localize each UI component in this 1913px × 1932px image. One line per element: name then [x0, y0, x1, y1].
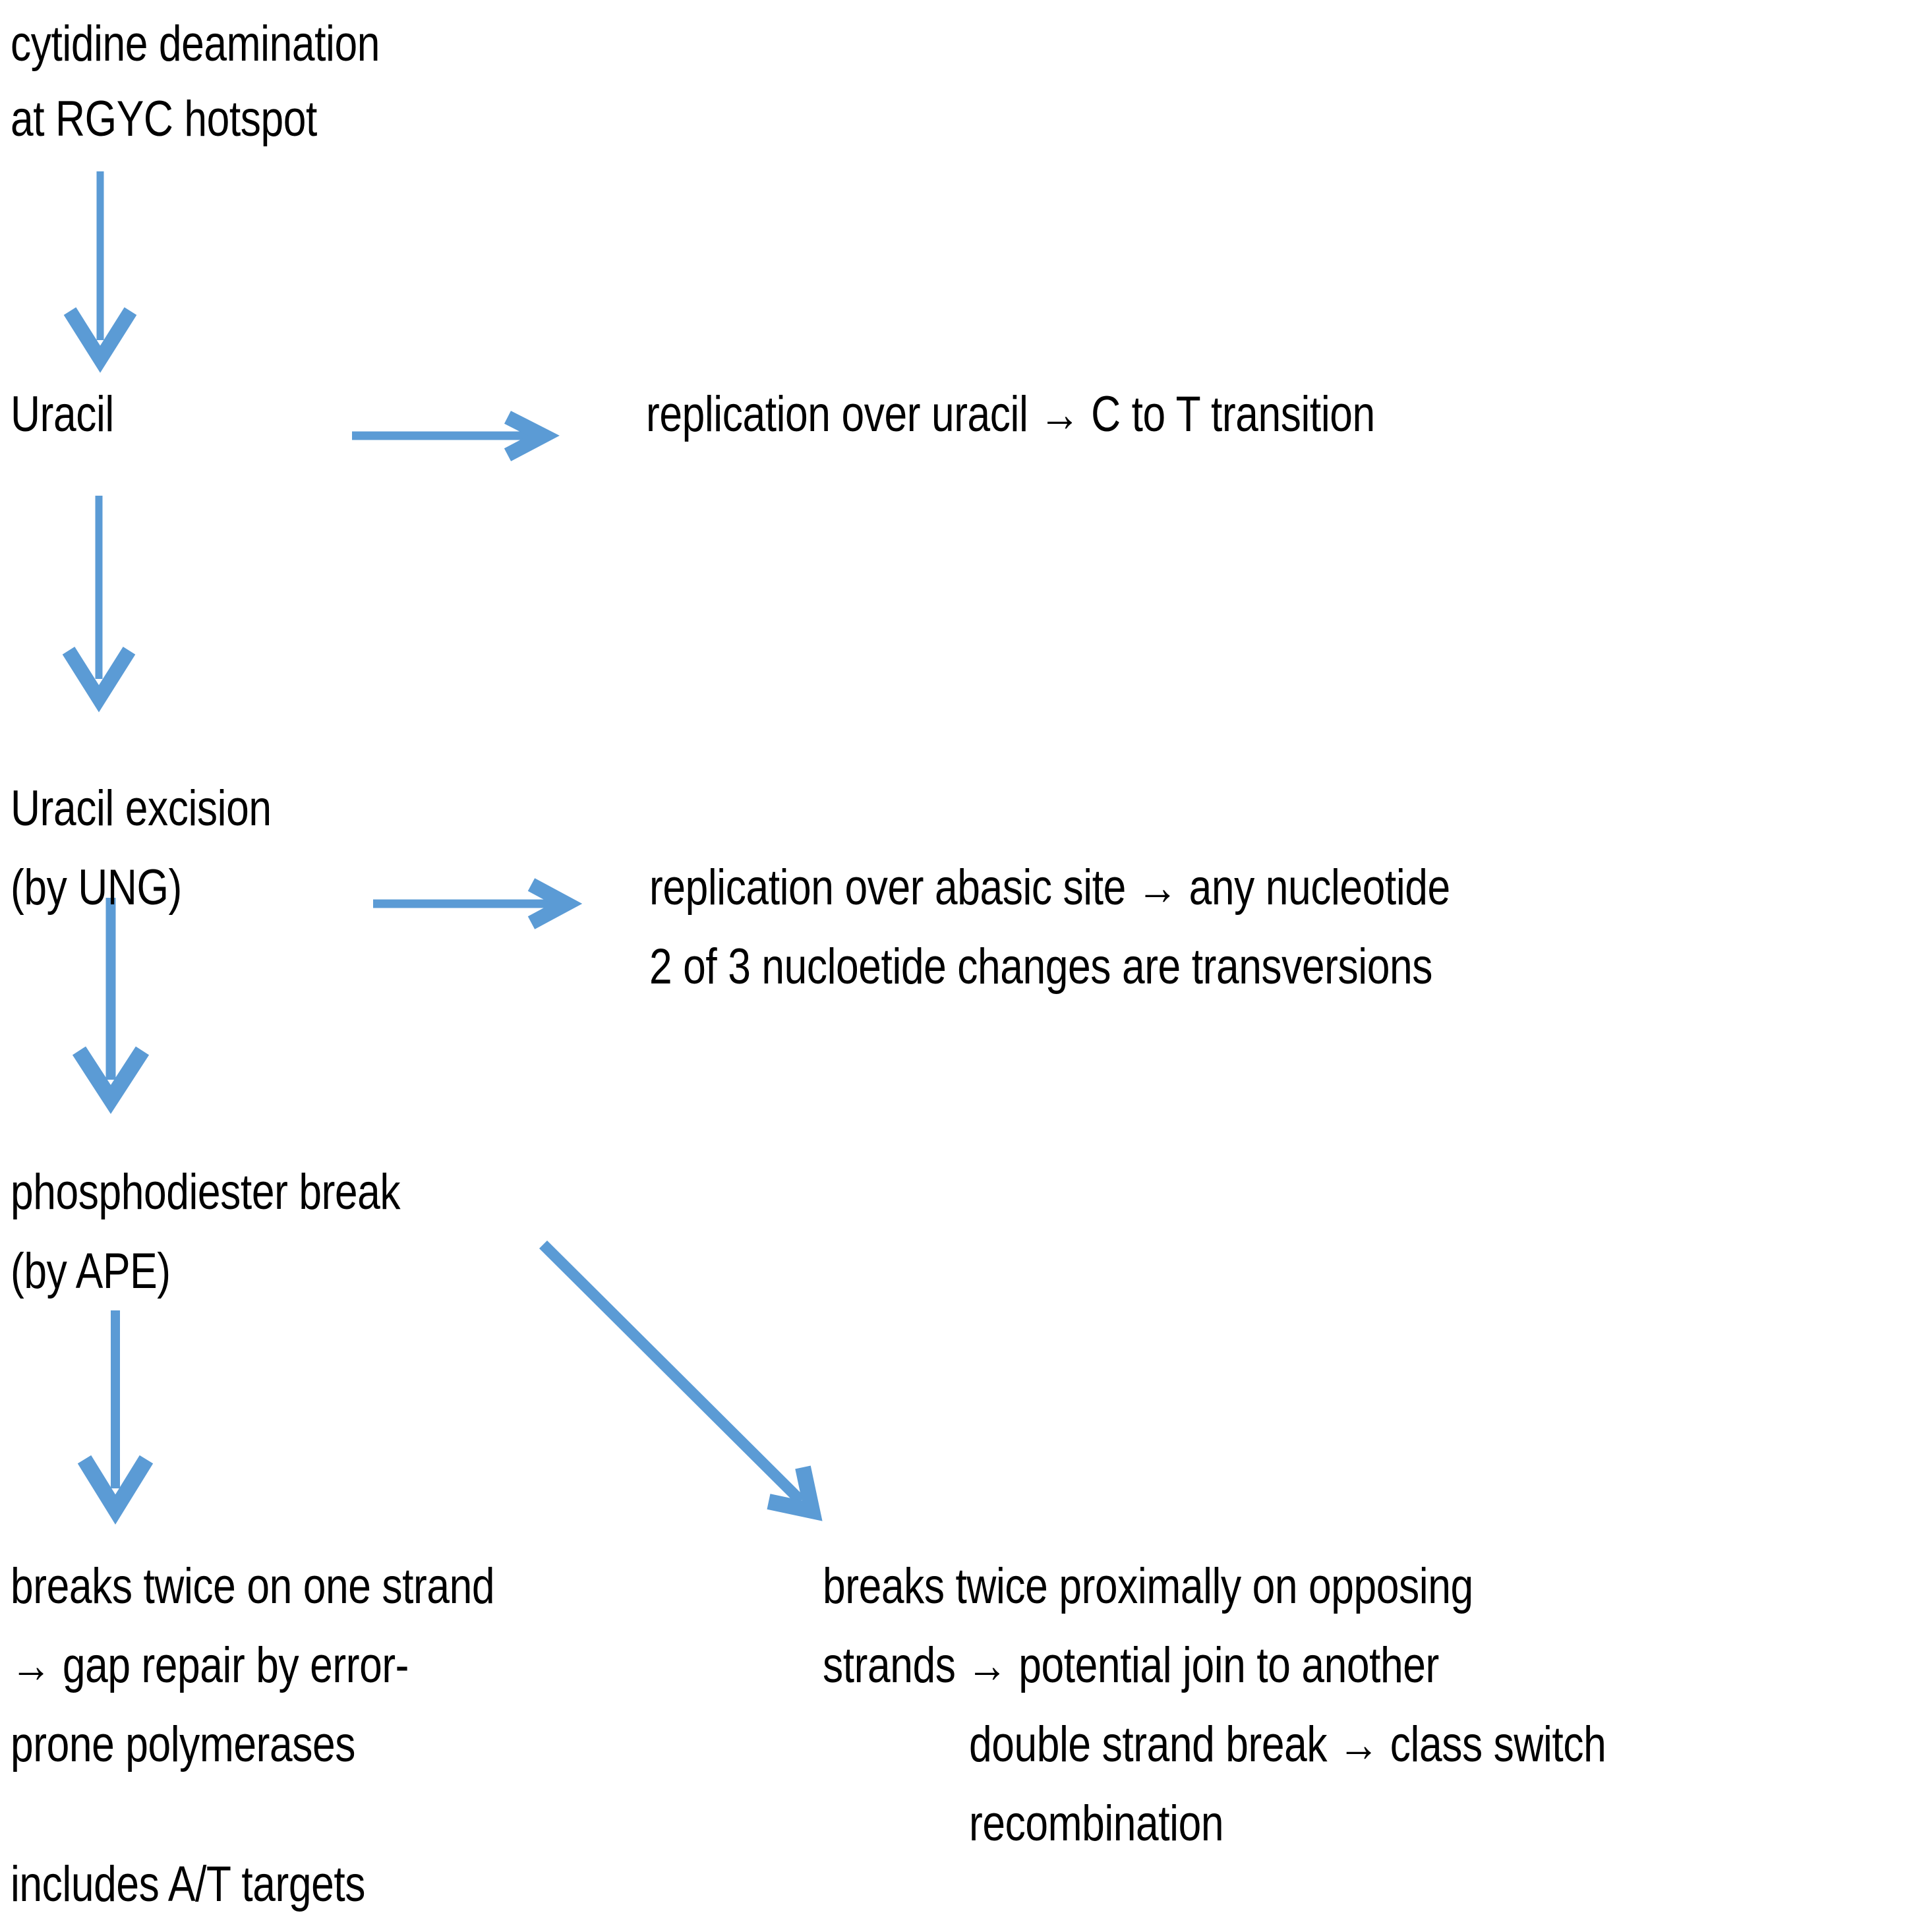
vertical-arrow-deamination-to-uracil — [63, 171, 137, 373]
node-abasic-branch-line2: 2 of 3 nucloetide changes are transversi… — [649, 939, 1432, 995]
node-uracil-label: Uracil — [11, 386, 114, 442]
node-phosphodiester-line1: phosphodiester break — [11, 1164, 401, 1220]
node-single-strand-line2: → gap repair by error- — [11, 1637, 409, 1693]
node-double-strand-line4: recombination — [969, 1796, 1224, 1852]
node-double-strand-line1: breaks twice proximally on opposing — [823, 1558, 1473, 1614]
node-abasic-branch-line1: replication over abasic site → any nucle… — [649, 860, 1450, 916]
node-double-strand-line2: strands → potential join to another — [823, 1637, 1439, 1693]
diagonal-arrow-phosphodiester-to-double-strand — [539, 1240, 823, 1521]
node-single-strand-line3: prone polymerases — [11, 1716, 356, 1772]
vertical-arrow-uracil-to-excision — [62, 496, 136, 713]
horizontal-arrow-abasic-branch — [373, 878, 583, 929]
node-cytidine-deamination-line1: cytidine deamination — [11, 16, 380, 72]
node-uracil-excision-line1: Uracil excision — [11, 780, 272, 836]
node-uracil-branch-text: replication over uracil → C to T transit… — [646, 386, 1375, 442]
node-cytidine-deamination-line2: at RGYC hotspot — [11, 91, 317, 147]
node-phosphodiester-line2: (by APE) — [11, 1243, 171, 1299]
node-single-strand-line4: includes A/T targets — [11, 1856, 365, 1912]
node-double-strand-line3: double strand break → class switch — [969, 1716, 1606, 1772]
vertical-arrow-excision-to-phosphodiester — [72, 898, 150, 1115]
node-single-strand-line1: breaks twice on one strand — [11, 1558, 495, 1614]
node-uracil-excision-line2: (by UNG) — [11, 860, 182, 916]
vertical-arrow-phosphodiester-to-single-strand — [77, 1310, 154, 1525]
horizontal-arrow-uracil-branch — [352, 411, 560, 461]
